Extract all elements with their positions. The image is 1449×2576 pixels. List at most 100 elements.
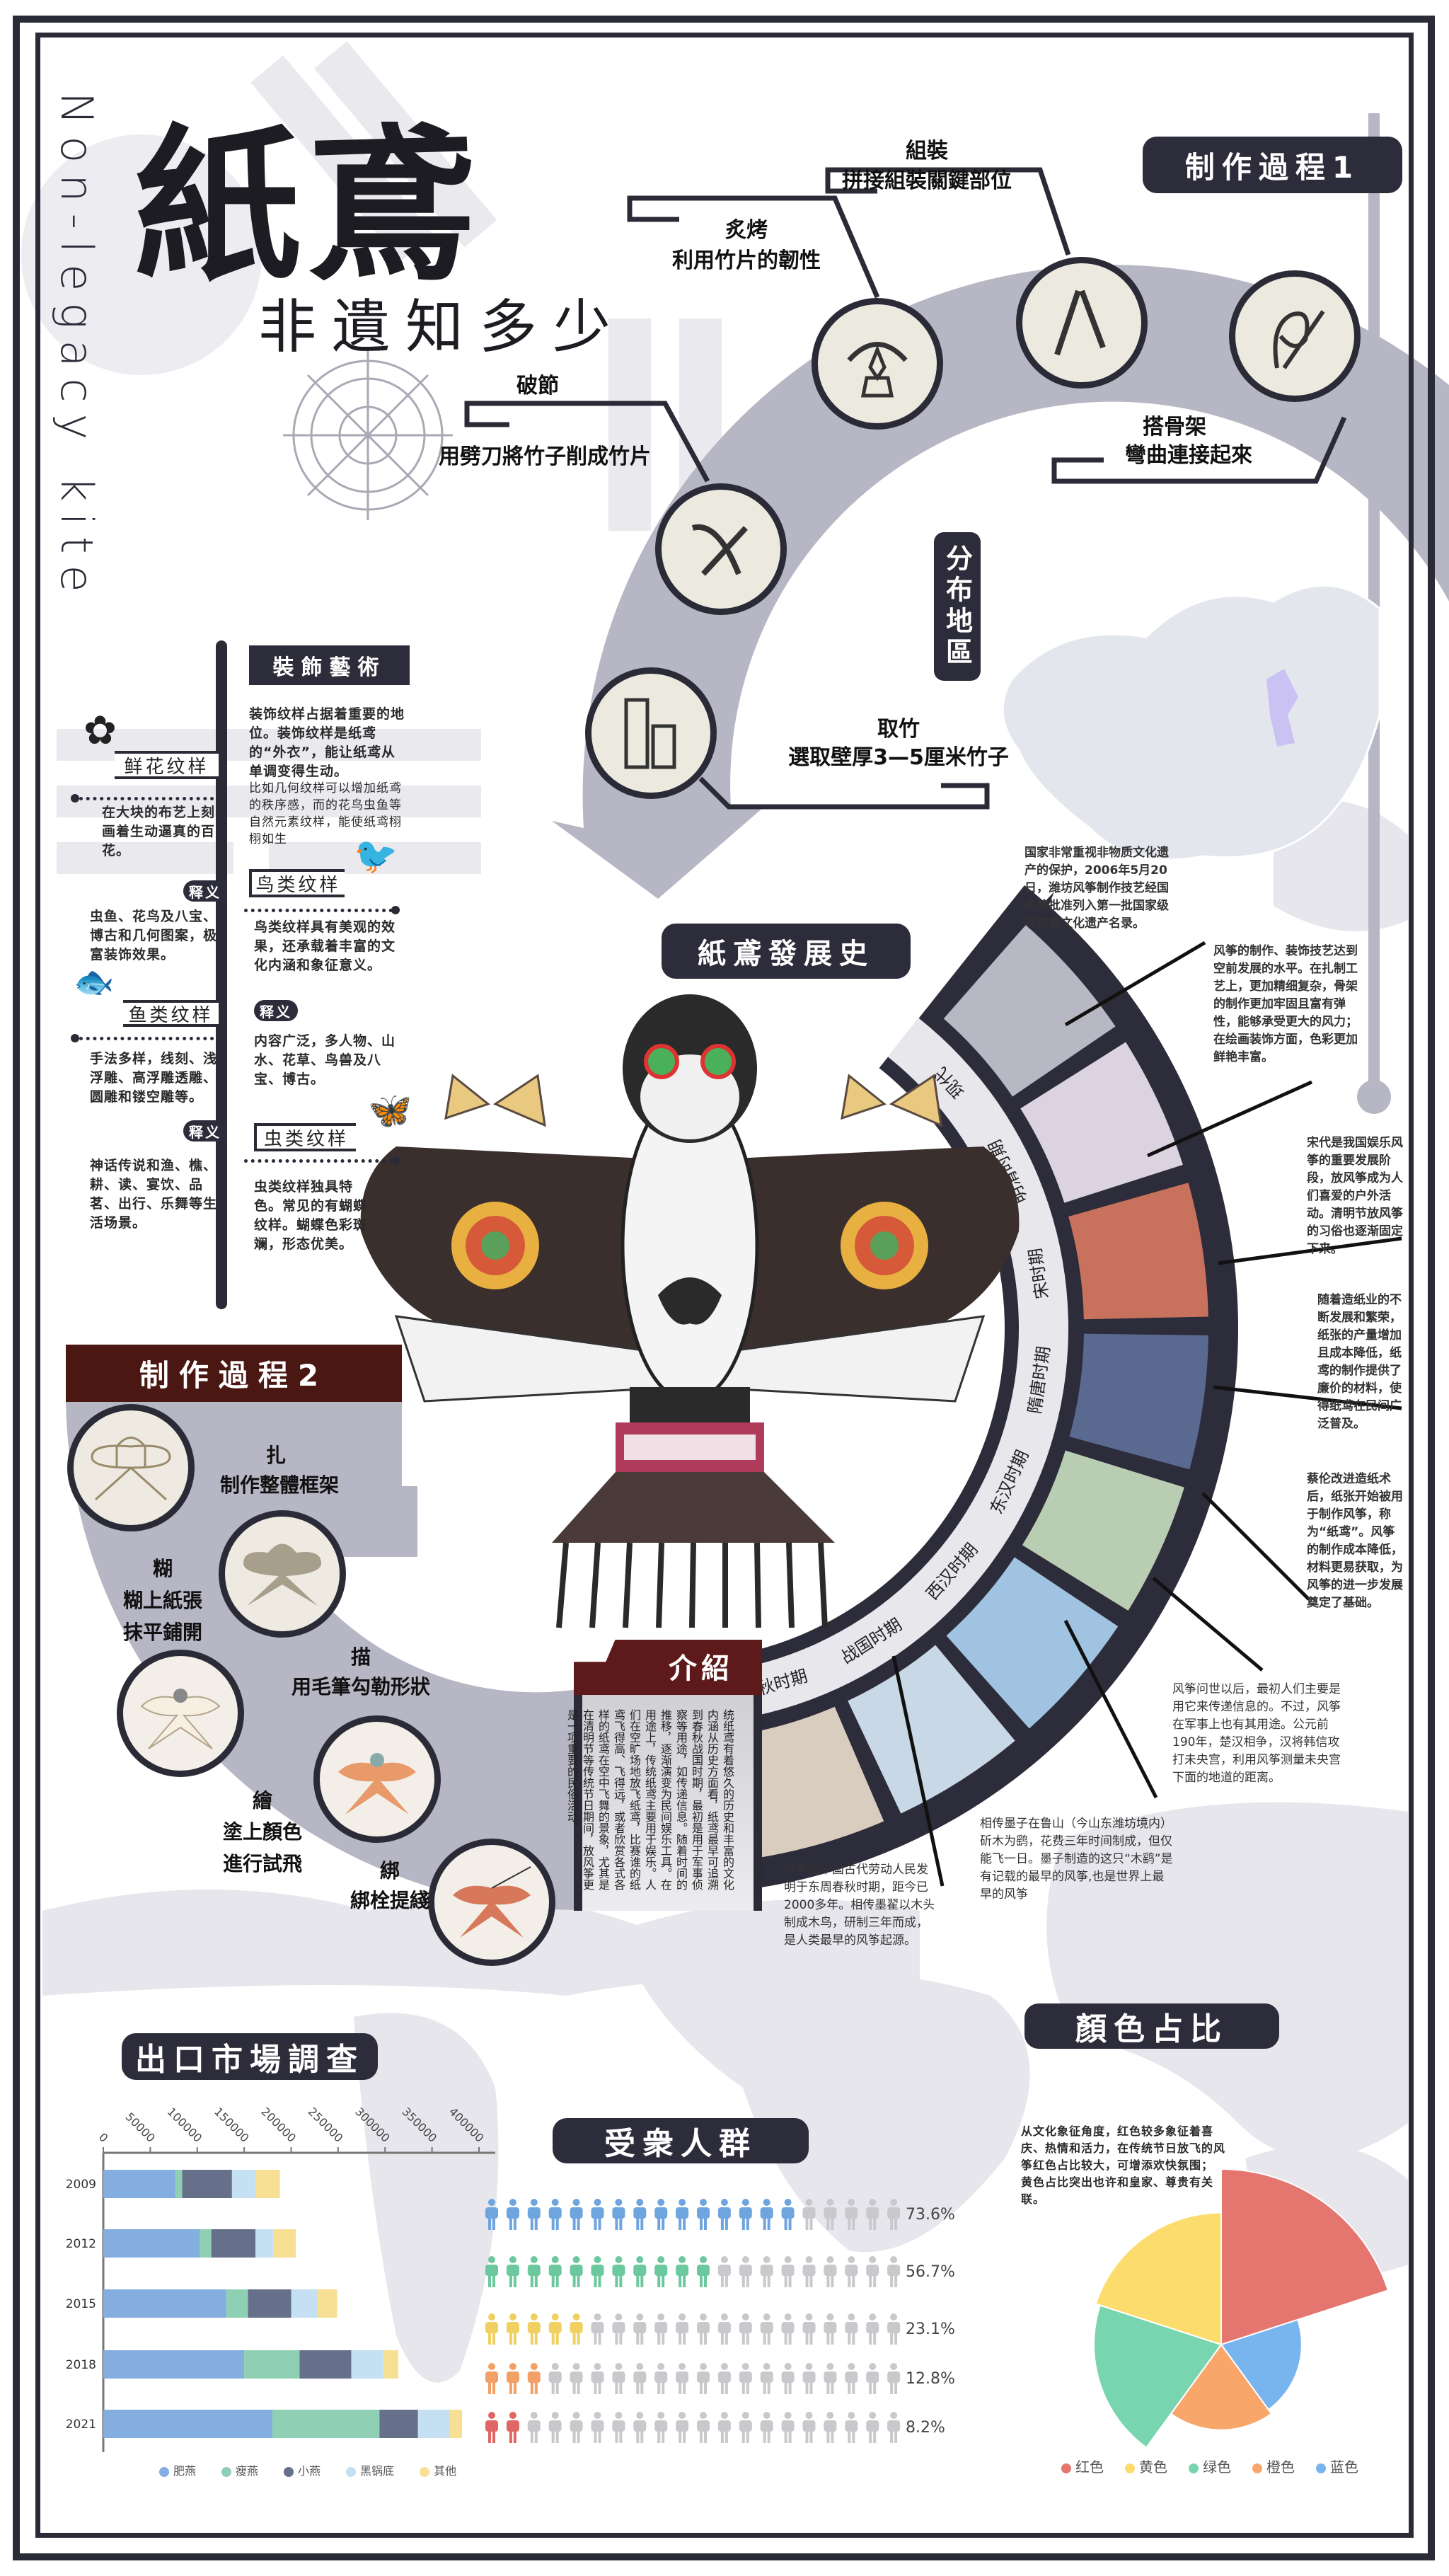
person-icon (824, 2313, 837, 2345)
flower-explain-badge: 释义 (183, 880, 227, 902)
person-icon (527, 2256, 541, 2287)
bridled-kite-icon (428, 1839, 555, 1966)
process2-step-4-title: 繪 (252, 1789, 272, 1812)
bar-segment-肥燕 (103, 2229, 200, 2258)
person-icon (697, 2199, 710, 2230)
person-icon (654, 2313, 668, 2345)
person-icon (887, 2363, 901, 2394)
person-icon (781, 2313, 795, 2345)
history-text-west-han: 风筝问世以后，最初人们主要是用它来传递信息的。不过，风筝在军事上也有其用途。公元… (1172, 1682, 1341, 1785)
person-icon (697, 2363, 710, 2394)
timeline-leader-lines (891, 941, 1402, 1887)
period-image-1 (848, 1645, 1015, 1814)
person-icon (866, 2412, 879, 2443)
export-title: 出口市場調查 (122, 2033, 378, 2080)
bar-segment-小燕 (182, 2170, 232, 2198)
person-icon (697, 2412, 710, 2443)
bar-segment-黑锅底 (417, 2410, 450, 2438)
percent-label: 8.2% (906, 2419, 945, 2437)
person-icon (845, 2256, 858, 2287)
bar-segment-其他 (273, 2229, 296, 2258)
year-label: 2015 (66, 2297, 96, 2311)
history-text-warring-states: 相传墨子在鲁山（今山东潍坊境内）斫木为鹞，花费三年时间制成，但仅能飞一日。墨子制… (980, 1817, 1173, 1902)
legend-item: 瘦燕 (221, 2461, 258, 2478)
process2-step-3-desc: 用毛筆勾勒形狀 (291, 1675, 430, 1698)
step-bake-title: 炙烤 (725, 218, 768, 243)
person-icon (633, 2412, 647, 2443)
person-icon (654, 2256, 668, 2287)
person-icon (633, 2256, 647, 2287)
period-image-2 (946, 1557, 1119, 1729)
bar-segment-小燕 (379, 2410, 418, 2438)
audience-pictogram-chart: 73.6%56.7%23.1%12.8%8.2% (485, 2199, 955, 2443)
bar-segment-肥燕 (103, 2170, 176, 2198)
person-icon (506, 2313, 519, 2345)
intro-title: 介紹 (574, 1640, 762, 1695)
person-icon (887, 2199, 901, 2230)
person-icon (887, 2412, 901, 2443)
step-split-desc: 用劈刀將竹子削成竹片 (439, 444, 651, 469)
side-english-title: Non-legacy kite (51, 92, 103, 604)
bamboo-icon (585, 667, 717, 799)
person-icon (527, 2412, 541, 2443)
person-icon (717, 2313, 731, 2345)
step-assemble-title: 組裝 (906, 139, 948, 163)
person-icon (760, 2199, 773, 2230)
bar-segment-其他 (255, 2170, 280, 2198)
history-title: 紙鳶發展史 (662, 924, 911, 979)
person-icon (781, 2256, 795, 2287)
process1-title: 制作過程1 (1143, 137, 1402, 193)
bar-segment-小燕 (248, 2289, 291, 2318)
history-text-sui-tang: 随着造纸业的不断发展和繁荣，纸张的产量增加且成本降低，纸鸢的制作提供了廉价的材料… (1317, 1293, 1402, 1431)
trigram-stripes (21, 41, 722, 874)
person-icon (633, 2199, 647, 2230)
bar-segment-瘦燕 (200, 2229, 212, 2258)
percent-label: 12.8% (906, 2370, 955, 2388)
person-icon (548, 2199, 562, 2230)
timeline-label-band (720, 1018, 1069, 1721)
period-image-5 (1068, 1183, 1208, 1320)
person-icon (612, 2412, 625, 2443)
color-ratio-title: 顏色占比 (1024, 2003, 1279, 2049)
legend-item: 蓝色 (1316, 2456, 1358, 2476)
timeline-arrow-tip (934, 892, 1054, 1019)
color-rose-chart (1093, 2168, 1390, 2449)
person-icon (824, 2412, 837, 2443)
flower-pattern-desc: 在大块的布艺上刻画着生动逼真的百花。 (102, 805, 216, 858)
year-label: 2018 (66, 2358, 96, 2372)
person-icon (612, 2363, 625, 2394)
process2-step-3-title: 描 (350, 1645, 371, 1669)
person-icon (802, 2412, 816, 2443)
legend-item: 黄色 (1125, 2456, 1167, 2476)
bar-segment-其他 (383, 2350, 398, 2379)
bar-segment-瘦燕 (226, 2289, 248, 2318)
step-frame-desc: 彎曲連接起來 (1125, 443, 1252, 468)
person-icon (633, 2363, 647, 2394)
bird-explain-badge: 释义 (254, 1000, 298, 1021)
person-icon (739, 2256, 752, 2287)
percent-label: 73.6% (906, 2206, 955, 2224)
person-icon (591, 2313, 604, 2345)
bar-segment-黑锅底 (291, 2289, 318, 2318)
insect-pattern-desc: 虫类纹样独具特色。常见的有蝴蝶纹样。蝴蝶色彩斑斓，形态优美。 (254, 1179, 368, 1252)
person-icon (527, 2363, 541, 2394)
step-take-bamboo-desc: 選取壁厚3—5厘米竹子 (788, 745, 1009, 770)
bar-segment-肥燕 (103, 2289, 226, 2318)
china-map (1001, 584, 1381, 861)
year-label: 2009 (66, 2178, 96, 2192)
person-icon (506, 2199, 519, 2230)
person-icon (527, 2199, 541, 2230)
legend-item: 黑锅底 (346, 2461, 394, 2478)
person-icon (548, 2313, 562, 2345)
person-icon (824, 2363, 837, 2394)
person-icon (485, 2412, 498, 2443)
rose-slice-蓝色 (1220, 2318, 1303, 2411)
percent-label: 23.1% (906, 2321, 955, 2338)
page-title: 紙鳶 (134, 108, 481, 304)
bar-segment-瘦燕 (175, 2170, 183, 2198)
person-icon (802, 2313, 816, 2345)
person-icon (802, 2363, 816, 2394)
flower-pattern-label: 鲜花纹样 (115, 751, 221, 779)
person-icon (591, 2256, 604, 2287)
